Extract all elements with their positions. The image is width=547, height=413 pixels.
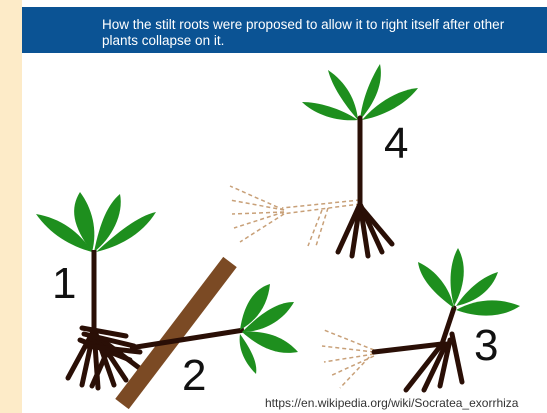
caption-banner: How the stilt roots were proposed to all… bbox=[22, 7, 547, 53]
slide-frame: How the stilt roots were proposed to all… bbox=[22, 0, 547, 413]
stage-label-4: 4 bbox=[384, 119, 408, 168]
plant-1-stilt-roots bbox=[65, 325, 145, 391]
plant-3-leaves bbox=[418, 248, 520, 316]
plant-1-leaves bbox=[36, 192, 156, 252]
stage-label-3: 3 bbox=[474, 321, 498, 370]
plant-4-ghost-stem bbox=[229, 185, 361, 247]
caption-text: How the stilt roots were proposed to all… bbox=[102, 17, 505, 48]
stage-label-1: 1 bbox=[52, 259, 76, 308]
plant-4-leaves bbox=[302, 64, 418, 121]
plant-2: 2 bbox=[129, 284, 298, 400]
plant-4-stem-and-roots bbox=[335, 115, 395, 259]
fallen-trunk bbox=[115, 256, 237, 410]
stilt-root-diagram: 1 2 bbox=[36, 64, 520, 410]
source-citation: https://en.wikipedia.org/wiki/Socratea_e… bbox=[265, 396, 519, 410]
plant-4: 4 bbox=[229, 64, 418, 259]
plant-1: 1 bbox=[36, 192, 156, 391]
plant-2-leaves bbox=[239, 284, 298, 374]
plant-3-ghost-roots bbox=[321, 329, 375, 389]
plant-2-stem bbox=[129, 327, 245, 351]
plant-3-stem-and-roots bbox=[371, 305, 465, 393]
stage-label-2: 2 bbox=[182, 351, 206, 400]
plant-3: 3 bbox=[321, 248, 520, 393]
